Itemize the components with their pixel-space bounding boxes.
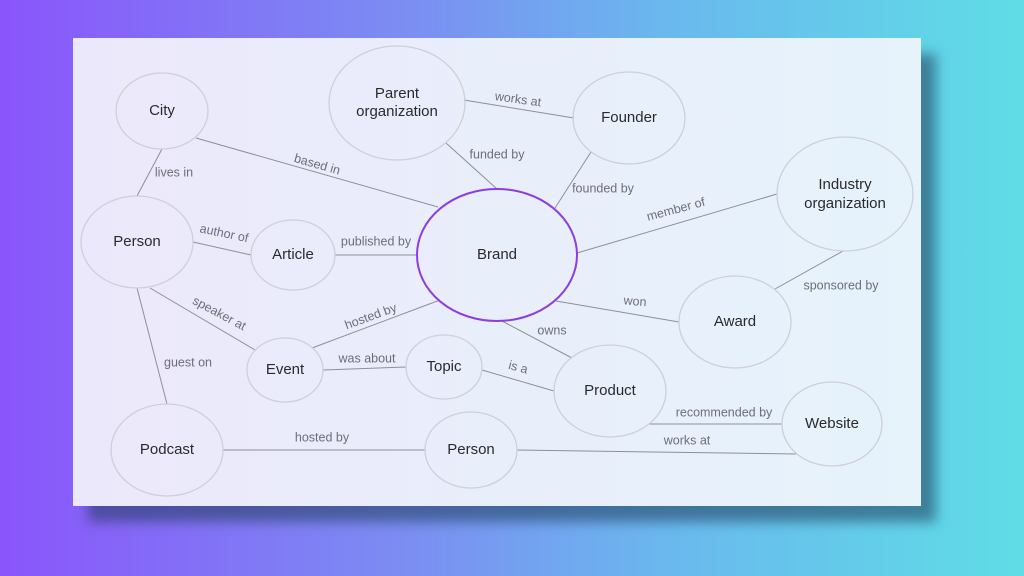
svg-text:Website: Website (805, 415, 859, 432)
svg-text:member of: member of (645, 195, 707, 224)
svg-text:speaker at: speaker at (190, 293, 249, 333)
svg-text:guest on: guest on (164, 355, 212, 369)
svg-text:hosted by: hosted by (295, 430, 350, 444)
svg-text:Person: Person (113, 233, 161, 250)
svg-text:sponsored by: sponsored by (803, 278, 879, 292)
edge-brand-industry: member of (576, 193, 778, 254)
edge-parent-brand: funded by (445, 142, 526, 190)
edge-brand-product: owns (499, 319, 573, 359)
node-article: Article (250, 219, 336, 291)
svg-text:Parent: Parent (375, 85, 420, 102)
edge-city-person: lives in (136, 148, 193, 197)
node-product: Product (553, 344, 667, 438)
svg-text:Founder: Founder (601, 109, 657, 126)
svg-text:funded by: funded by (470, 147, 526, 161)
node-brand: Brand (416, 188, 578, 322)
svg-text:organization: organization (804, 195, 886, 212)
node-award: Award (678, 275, 792, 369)
edge-person-website: works at (516, 433, 797, 455)
edge-city-brand: based in (195, 137, 439, 208)
svg-text:based in: based in (293, 151, 342, 177)
svg-text:author of: author of (199, 221, 251, 245)
edge-parent-founder: works at (463, 89, 575, 119)
svg-text:owns: owns (537, 323, 566, 337)
edge-brand-award: won (555, 293, 680, 323)
svg-text:Brand: Brand (477, 246, 517, 263)
edge-person-event: speaker at (149, 287, 256, 351)
edge-person-article: author of (192, 221, 252, 256)
node-podcast: Podcast (110, 403, 224, 497)
edge-podcast-person: hosted by (223, 430, 425, 451)
edge-article-brand: published by (335, 234, 417, 256)
svg-text:hosted by: hosted by (343, 300, 399, 332)
edge-product-website: recommended by (650, 405, 782, 425)
diagram-panel (73, 38, 921, 506)
svg-text:organization: organization (356, 103, 438, 120)
edge-event-brand: hosted by (311, 299, 441, 349)
node-person-2: Person (424, 411, 518, 489)
svg-text:works at: works at (493, 89, 543, 110)
svg-text:lives in: lives in (155, 165, 193, 179)
edge-industry-award: sponsored by (774, 250, 879, 292)
svg-text:Event: Event (266, 361, 305, 378)
svg-text:founded by: founded by (572, 181, 635, 195)
edge-founder-brand: founded by (554, 151, 635, 209)
svg-text:works at: works at (663, 433, 711, 447)
node-person: Person (80, 195, 194, 289)
svg-text:Podcast: Podcast (140, 441, 195, 458)
svg-text:was about: was about (338, 351, 397, 365)
svg-text:won: won (622, 293, 647, 309)
edge-event-topic: was about (322, 351, 407, 371)
svg-text:Product: Product (584, 382, 637, 399)
svg-text:Topic: Topic (426, 358, 462, 375)
svg-text:published by: published by (341, 234, 412, 248)
svg-text:Award: Award (714, 313, 756, 330)
svg-text:Industry: Industry (818, 176, 872, 193)
edge-topic-product: is a (481, 358, 555, 392)
svg-text:City: City (149, 102, 175, 119)
node-event: Event (246, 337, 324, 403)
node-founder: Founder (572, 71, 686, 165)
edge-person-podcast: guest on (136, 287, 212, 405)
node-website: Website (781, 381, 883, 467)
svg-text:recommended by: recommended by (676, 405, 773, 419)
svg-text:Person: Person (447, 441, 495, 458)
svg-text:is a: is a (507, 358, 529, 377)
node-city: City (115, 72, 209, 150)
node-topic: Topic (405, 334, 483, 400)
node-industry-organization: Industry organization (776, 136, 914, 252)
svg-text:Article: Article (272, 246, 314, 263)
